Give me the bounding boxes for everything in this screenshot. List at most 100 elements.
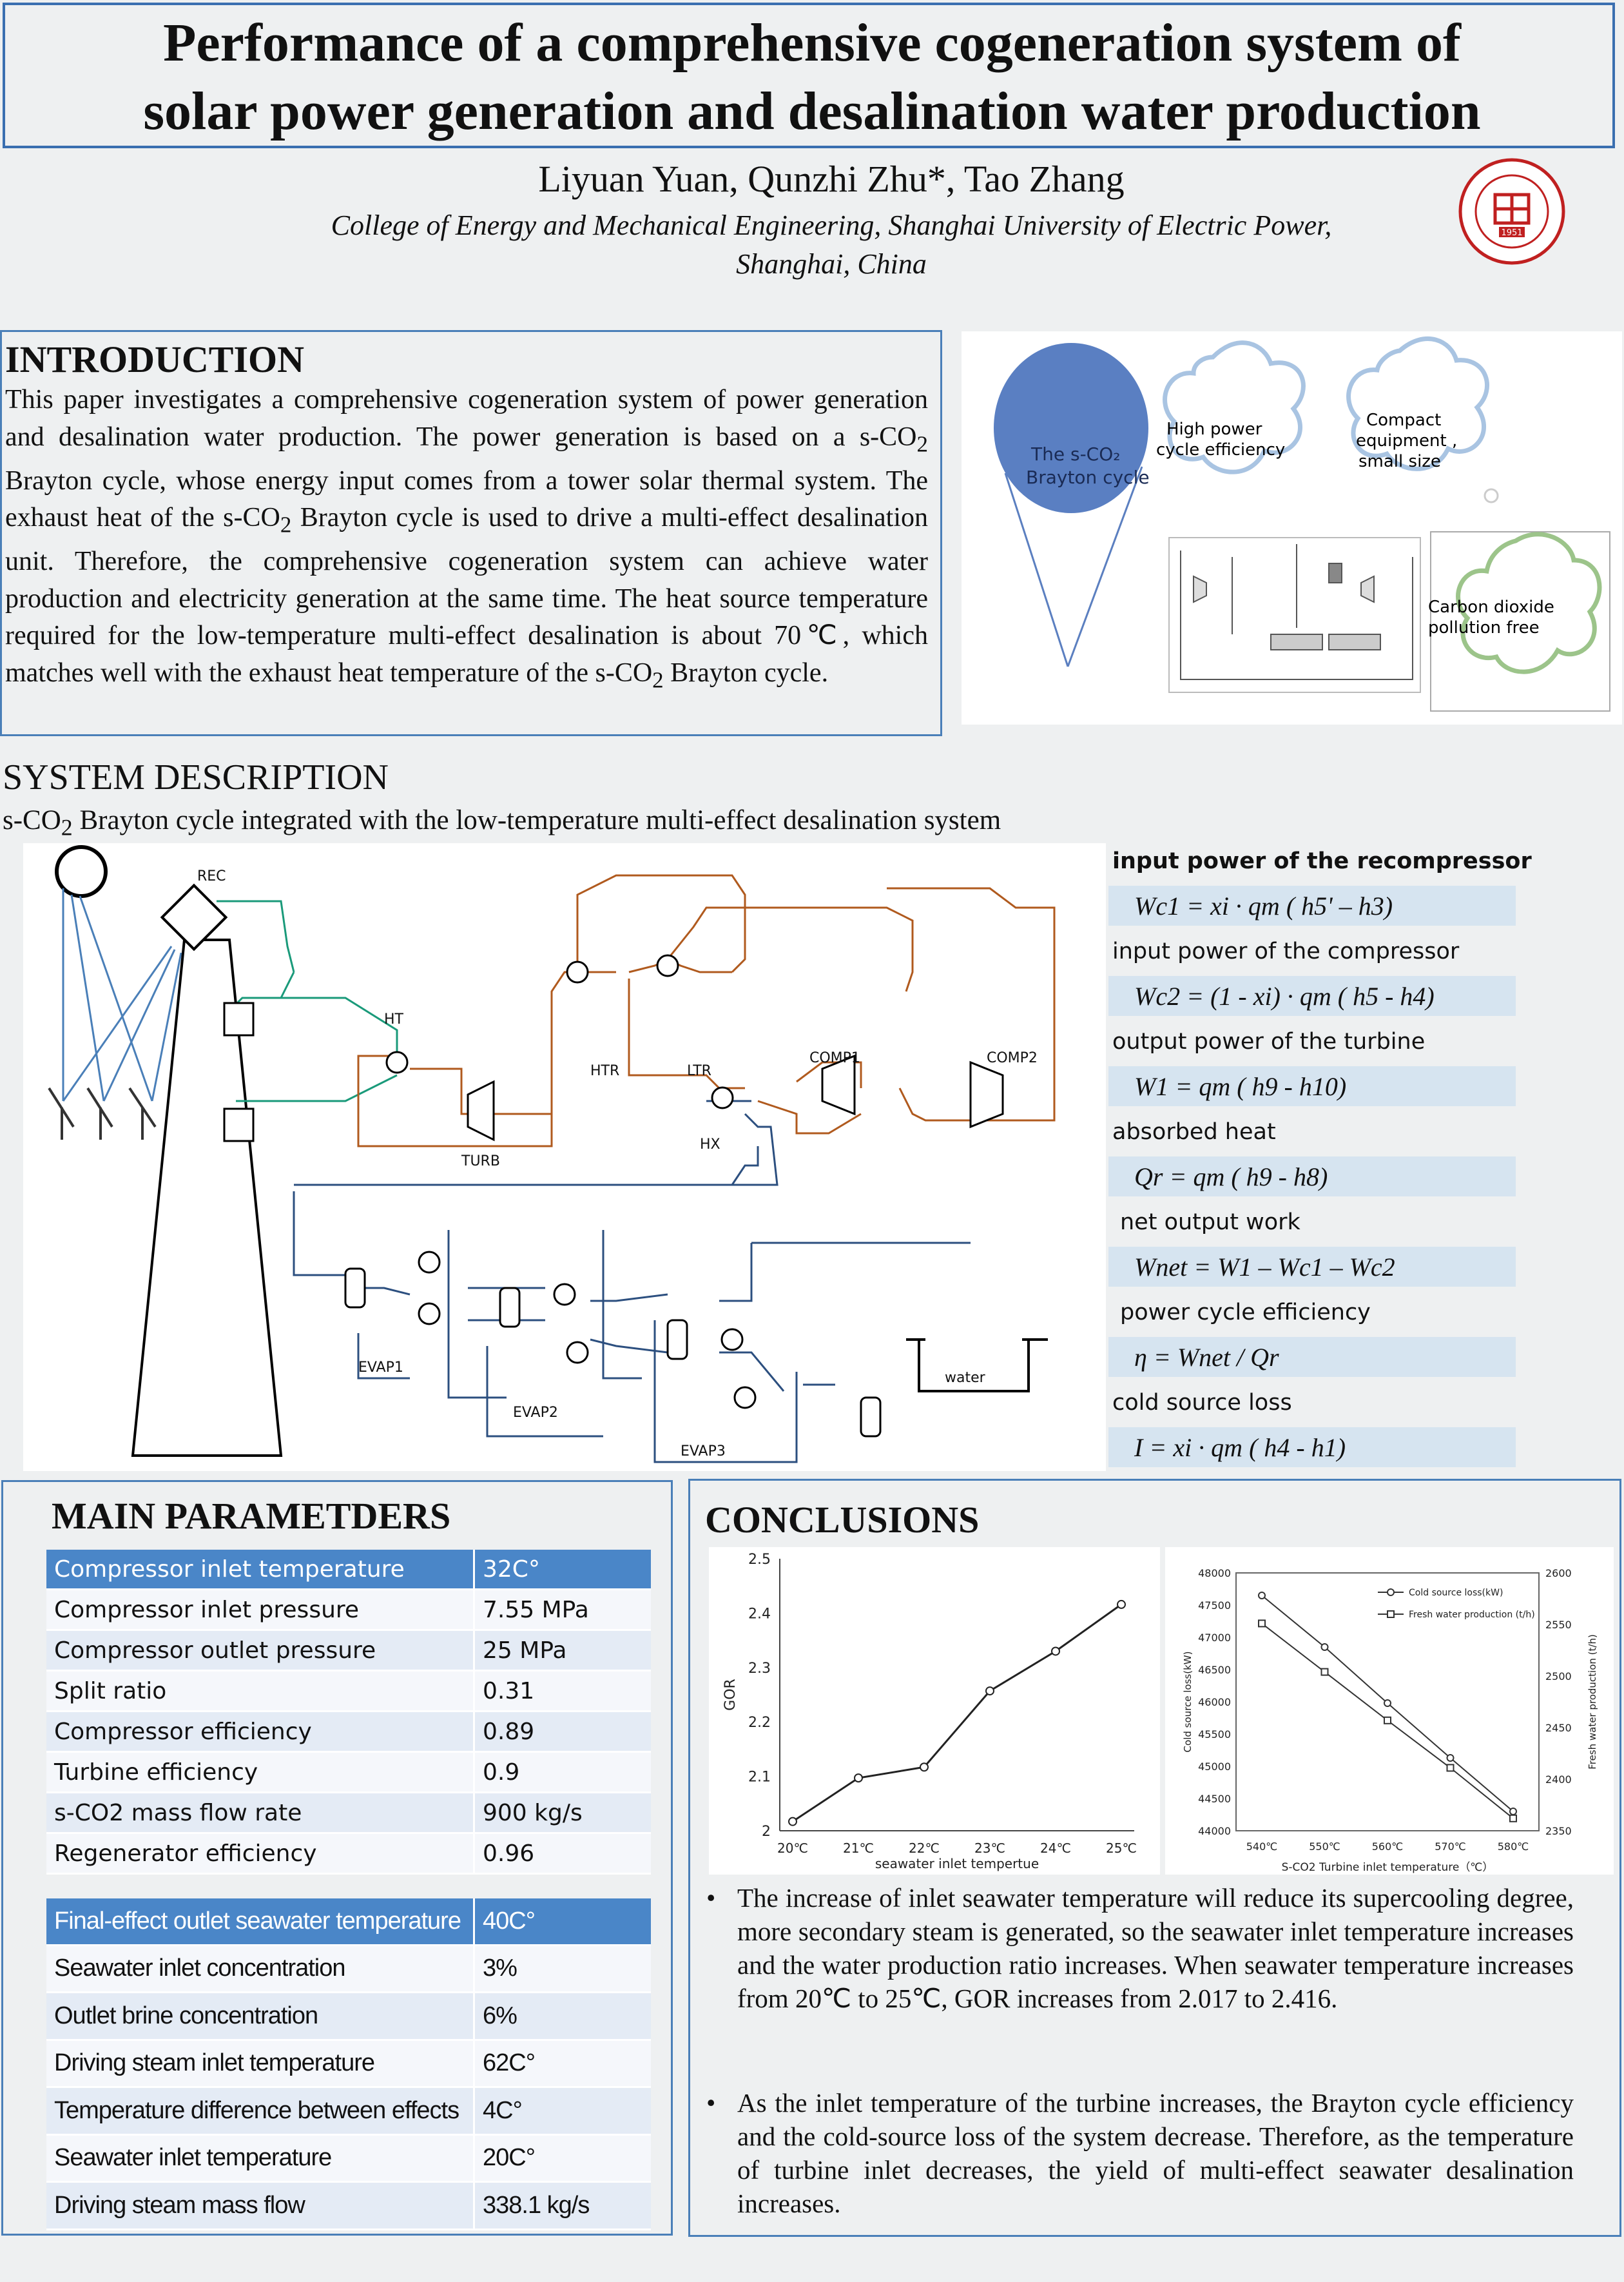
param-value: 0.96 xyxy=(473,1833,651,1875)
param-value: 32C° xyxy=(473,1550,651,1590)
param-name: Final-effect outlet seawater temperature xyxy=(46,1898,474,1946)
data-point xyxy=(854,1773,863,1783)
equation-expression: Wc2 = (1 - xi) · qm ( h5 - h4) xyxy=(1134,982,1435,1011)
y-tick-label: 47500 xyxy=(1198,1599,1231,1612)
equation-bar: η = Wnet / Qr xyxy=(1108,1337,1516,1377)
heliostats xyxy=(48,1087,157,1140)
data-point xyxy=(1320,1643,1329,1651)
param-name: Split ratio xyxy=(46,1670,474,1712)
x-tick-label: 25℃ xyxy=(1106,1840,1137,1856)
cloud2-text-2: equipment , xyxy=(1356,431,1457,451)
circle-label-2: Brayton cycle xyxy=(1026,467,1150,488)
x-tick-label: 580℃ xyxy=(1498,1840,1529,1853)
cloud1-text-1: High power xyxy=(1166,420,1262,439)
y-tick-label: 2 xyxy=(762,1824,771,1840)
param-value: 0.89 xyxy=(473,1711,651,1753)
chart-turbine-temp: 44000 44500 45000 45500 46000 46500 47000 47500… xyxy=(1165,1547,1614,1875)
conclusion-bullet: •As the inlet temperature of the turbine… xyxy=(706,2086,1574,2220)
param-name: Compressor inlet pressure xyxy=(46,1589,474,1631)
equation-expression: Wnet = W1 – Wc1 – Wc2 xyxy=(1134,1253,1395,1282)
bullet-dot: • xyxy=(706,1883,716,1913)
y-tick-label: 45000 xyxy=(1198,1760,1231,1773)
x-tick-label: 560℃ xyxy=(1372,1840,1404,1853)
label-ht: HT xyxy=(384,1011,404,1028)
equation-expression: W1 = qm ( h9 - h10) xyxy=(1134,1072,1347,1101)
y-tick-label: 44000 xyxy=(1198,1825,1231,1837)
solar-tower xyxy=(131,939,283,1457)
introduction-heading: INTRODUCTION xyxy=(5,338,305,380)
y-tick-label: 45500 xyxy=(1198,1728,1231,1741)
param-value: 0.9 xyxy=(473,1751,651,1793)
x-tick-label: 21℃ xyxy=(843,1840,874,1856)
label-hx: HX xyxy=(700,1136,720,1153)
bullet-text: The increase of inlet seawater temperatu… xyxy=(737,1883,1574,2013)
legend-label: Cold source loss(kW) xyxy=(1409,1588,1503,1598)
param-name: Driving steam mass flow xyxy=(46,2181,474,2230)
cloud-efficiency: High power cycle efficiency xyxy=(1156,340,1306,474)
param-value: 7.55 MPa xyxy=(473,1589,651,1631)
param-value: 6% xyxy=(473,1992,651,2041)
param-name: Compressor efficiency xyxy=(46,1711,474,1753)
y-right-tick-label: 2450 xyxy=(1545,1722,1572,1734)
param-value: 4C° xyxy=(473,2087,651,2136)
equation-expression: η = Wnet / Qr xyxy=(1134,1343,1279,1372)
y-right-tick-label: 2500 xyxy=(1545,1670,1572,1682)
selection-frame[interactable] xyxy=(1430,531,1610,712)
equation-label: input power of the compressor xyxy=(1112,939,1460,964)
legend-marker xyxy=(1387,1588,1395,1596)
equation-bar: Wnet = W1 – Wc1 – Wc2 xyxy=(1108,1247,1516,1287)
legend-marker xyxy=(1387,1610,1395,1618)
param-name: Seawater inlet concentration xyxy=(46,1945,474,1993)
data-point xyxy=(1117,1599,1126,1609)
data-point xyxy=(1051,1646,1060,1656)
x-axis-label: S-CO2 Turbine inlet temperature（℃） xyxy=(1282,1861,1494,1874)
data-point xyxy=(1446,1754,1455,1762)
cloud3-text-1: Carbon dioxide xyxy=(1428,598,1554,617)
param-name: s-CO2 mass flow rate xyxy=(46,1792,474,1834)
param-value: 62C° xyxy=(473,2040,651,2088)
hot-tank xyxy=(223,1002,255,1037)
title-line-2: solar power generation and desalination … xyxy=(143,81,1481,141)
x-tick-label: 20℃ xyxy=(777,1840,808,1856)
param-value: 40C° xyxy=(473,1898,651,1946)
equation-expression: Qr = qm ( h9 - h8) xyxy=(1134,1162,1328,1191)
data-point xyxy=(1384,1716,1391,1724)
cloud-compact: Compact equipment , small size xyxy=(1346,336,1489,471)
label-ltr: LTR xyxy=(687,1063,711,1079)
x-tick-label: 24℃ xyxy=(1040,1840,1071,1856)
equation-expression: Wc1 = xi · qm ( h5' – h3) xyxy=(1134,892,1393,921)
receiver xyxy=(160,883,228,951)
intro-figure: The s-CO₂ Brayton cycle High power cycle… xyxy=(962,331,1622,725)
x-tick-label: 23℃ xyxy=(974,1840,1005,1856)
mini-cycle-schematic xyxy=(1168,537,1421,693)
logo-year: 1951 xyxy=(1501,228,1522,238)
param-value: 338.1 kg/s xyxy=(473,2181,651,2230)
param-name: Seawater inlet temperature xyxy=(46,2134,474,2183)
university-logo: 1951 xyxy=(1458,158,1565,265)
y-right-axis-label: Fresh water production (t/h) xyxy=(1587,1634,1598,1770)
label-water: water xyxy=(945,1370,986,1386)
equation-bar: I = xi · qm ( h4 - h1) xyxy=(1108,1427,1516,1467)
equation-label: absorbed heat xyxy=(1112,1119,1276,1145)
conclusions-heading: CONCLUSIONS xyxy=(705,1499,980,1541)
y-tick-label: 44500 xyxy=(1198,1793,1231,1805)
cold-tank xyxy=(223,1107,255,1142)
label-evap1: EVAP1 xyxy=(358,1360,403,1376)
y-tick-label: 46000 xyxy=(1198,1696,1231,1708)
y-right-tick-label: 2400 xyxy=(1545,1773,1572,1786)
y-tick-label: 47000 xyxy=(1198,1632,1231,1644)
param-name: Compressor outlet pressure xyxy=(46,1630,474,1672)
y-tick-label: 46500 xyxy=(1198,1664,1231,1676)
data-point xyxy=(1509,1808,1517,1815)
param-name: Regenerator efficiency xyxy=(46,1833,474,1875)
